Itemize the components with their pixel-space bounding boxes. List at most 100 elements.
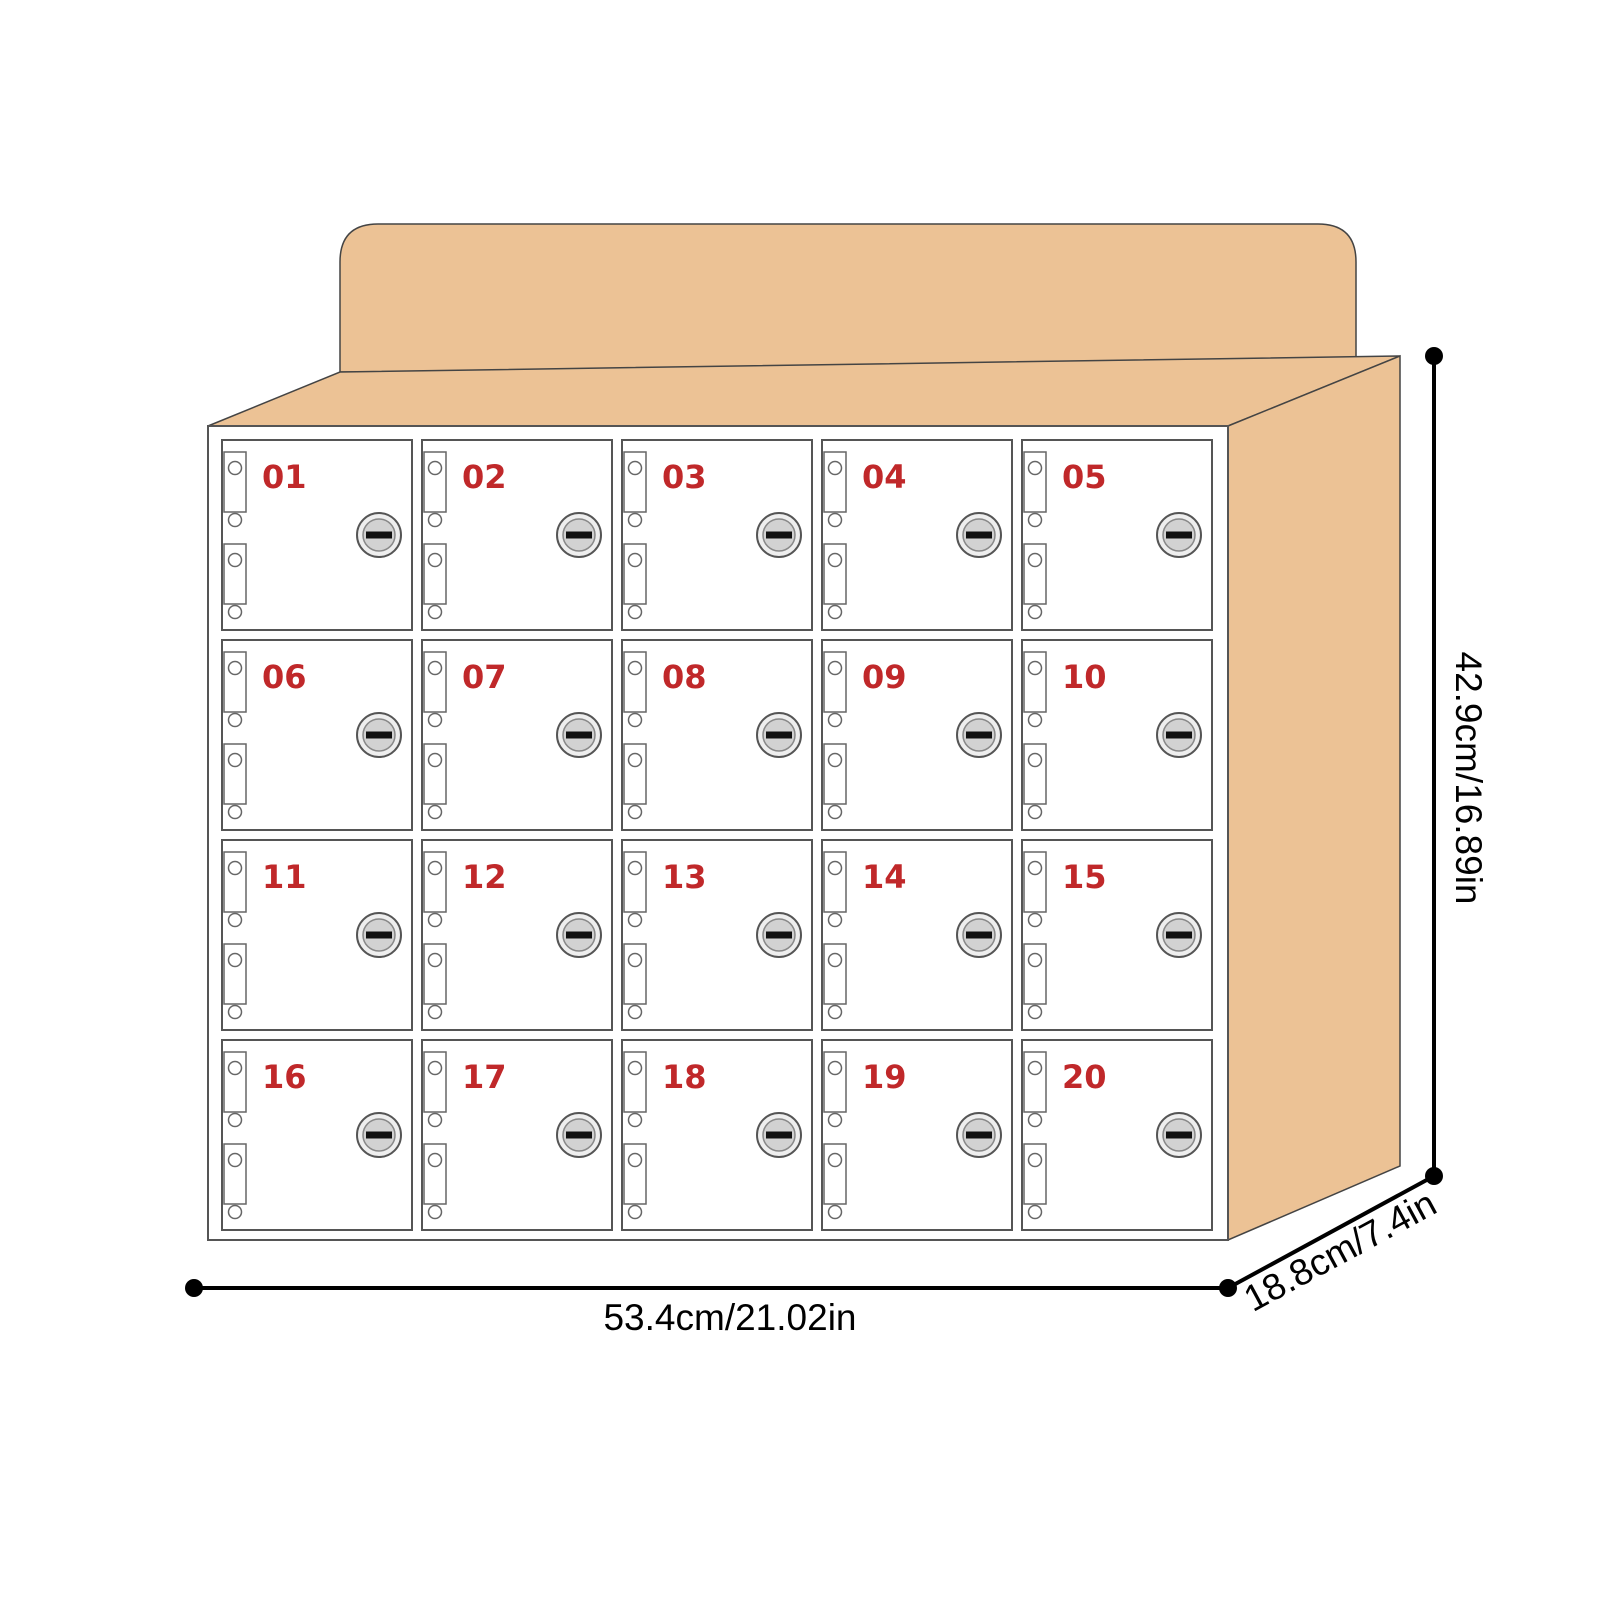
locker-number: 14 [862,858,907,896]
hinge-screw [1027,660,1043,676]
height-label: 42.9cm/16.89in [1448,651,1489,904]
keyhole [966,1131,992,1139]
hinge-screw [427,1004,443,1020]
locker-number: 15 [1062,858,1107,896]
locker-door[interactable]: 03 [621,439,813,631]
height-dimension: 42.9cm/16.89in [1425,347,1489,1185]
keyhole [966,531,992,539]
hinge-screw [227,860,243,876]
hinge-screw [427,604,443,620]
locker-door[interactable]: 13 [621,839,813,1031]
hinge-screw [827,912,843,928]
locker-number: 09 [862,658,907,696]
locker-number: 07 [462,658,507,696]
locker-door[interactable]: 10 [1021,639,1213,831]
depth-line [1227,1174,1435,1290]
locker-door[interactable]: 16 [221,1039,413,1231]
hinge-screw [827,512,843,528]
hinge-screw [227,1060,243,1076]
hinge-screw [627,1004,643,1020]
hinge-screw [227,712,243,728]
locker-door[interactable]: 20 [1021,1039,1213,1231]
hinge-screw [827,604,843,620]
hinge-screw [1027,552,1043,568]
locker-door[interactable]: 07 [421,639,613,831]
hinge-screw [227,912,243,928]
hinge-screw [827,1204,843,1220]
keyhole [1166,931,1192,939]
hinge-screw [627,860,643,876]
width-dimension: 53.4cm/21.02in [185,1279,1237,1338]
hinge-screw [1027,860,1043,876]
hinge-screw [1027,604,1043,620]
keyhole [566,1131,592,1139]
hinge-screw [627,804,643,820]
keyhole [766,931,792,939]
hinge-screw [227,752,243,768]
hinge-screw [227,660,243,676]
locker-door[interactable]: 08 [621,639,813,831]
hinge-screw [627,1204,643,1220]
hinge-screw [1027,912,1043,928]
hinge-screw [427,912,443,928]
locker-number: 02 [462,458,507,496]
hinge-screw [627,460,643,476]
hinge-screw [427,860,443,876]
locker-door[interactable]: 01 [221,439,413,631]
locker-number: 13 [662,858,707,896]
locker-number: 20 [1062,1058,1107,1096]
locker-door[interactable]: 15 [1021,839,1213,1031]
hinge-screw [1027,952,1043,968]
locker-door[interactable]: 04 [821,439,1013,631]
width-endpoint-left [185,1279,203,1297]
hinge-screw [827,952,843,968]
back-panel [339,223,1357,373]
keyhole [566,931,592,939]
locker-door[interactable]: 09 [821,639,1013,831]
hinge-screw [627,552,643,568]
locker-door[interactable]: 18 [621,1039,813,1231]
locker-number: 01 [262,458,307,496]
locker-number: 05 [1062,458,1107,496]
locker-number: 11 [262,858,307,896]
keyhole [1166,531,1192,539]
locker-door[interactable]: 12 [421,839,613,1031]
keyhole [766,531,792,539]
hinge-screw [1027,1060,1043,1076]
hinge-screw [627,1060,643,1076]
side-panel [1227,354,1401,1242]
hinge-screw [227,952,243,968]
hinge-screw [427,512,443,528]
hinge-screw [227,1204,243,1220]
hinge-screw [627,952,643,968]
hinge-screw [827,460,843,476]
locker-door[interactable]: 11 [221,839,413,1031]
keyhole [366,931,392,939]
hinge-screw [827,1112,843,1128]
hinge-screw [427,1112,443,1128]
locker-door[interactable]: 02 [421,439,613,631]
locker-door[interactable]: 14 [821,839,1013,1031]
hinge-screw [827,712,843,728]
hinge-screw [627,512,643,528]
hinge-screw [827,752,843,768]
hinge-screw [627,604,643,620]
locker-door[interactable]: 06 [221,639,413,831]
hinge-screw [227,1152,243,1168]
hinge-screw [427,1060,443,1076]
locker-door[interactable]: 05 [1021,439,1213,631]
locker-number: 04 [862,458,907,496]
locker-door[interactable]: 17 [421,1039,613,1231]
locker-number: 16 [262,1058,307,1096]
hinge-screw [627,712,643,728]
hinge-screw [627,752,643,768]
keyhole [966,731,992,739]
hinge-screw [627,1112,643,1128]
keyhole [566,531,592,539]
hinge-screw [827,1060,843,1076]
hinge-screw [827,660,843,676]
locker-door[interactable]: 19 [821,1039,1013,1231]
hinge-screw [1027,460,1043,476]
